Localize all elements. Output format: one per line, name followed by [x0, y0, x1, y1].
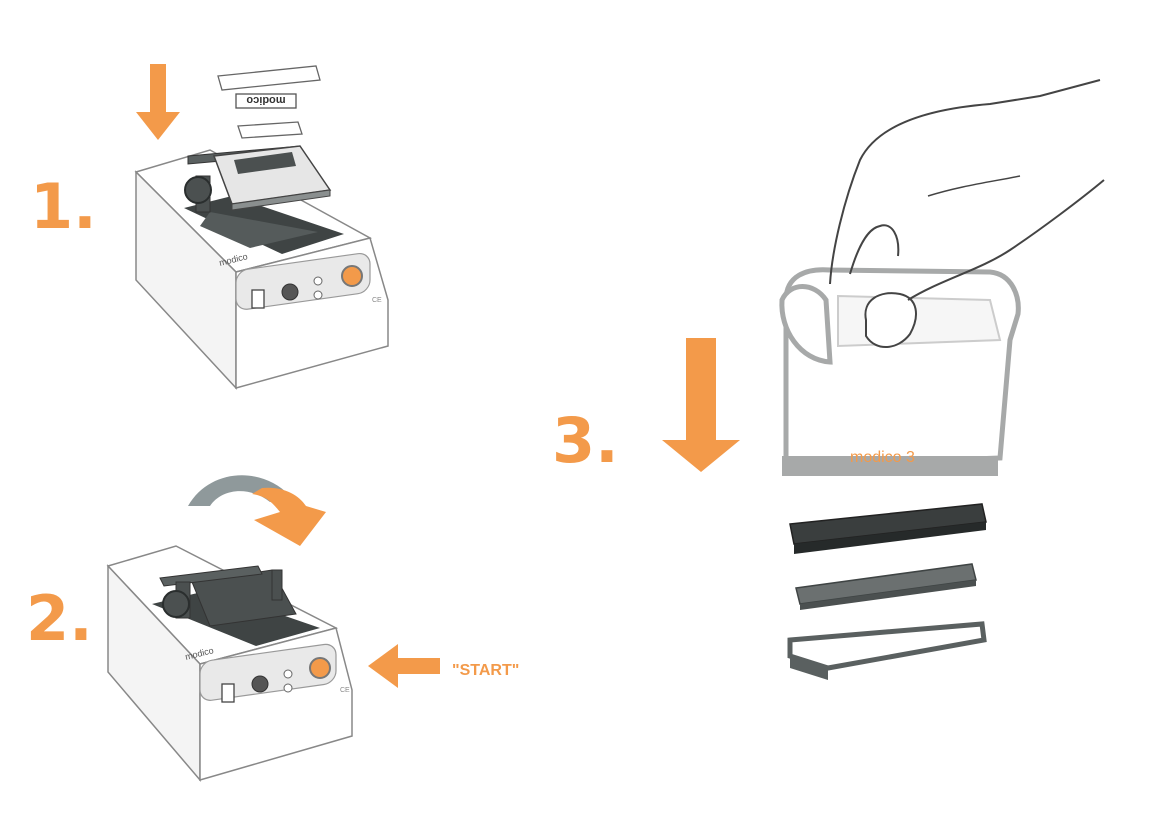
step-1-down-arrow-icon [136, 64, 180, 140]
step-3-hand [829, 79, 1105, 348]
step-1-machine: modico CE [134, 145, 389, 390]
step-1-ce-mark: CE [372, 297, 382, 304]
step-2-ce-mark: CE [340, 687, 350, 694]
step-2-rotate-arrow-icon [188, 475, 326, 546]
step-2-number: 2. [26, 582, 93, 655]
step-3-down-arrow-icon [662, 338, 740, 472]
step-1: 1. modico modico [30, 64, 389, 390]
step-3-stamp-brand: modico 3 [850, 449, 915, 466]
step-1-plate-text: modico [246, 94, 285, 106]
step-3: 3. modico 3 [552, 79, 1105, 680]
step-1-film-layers: modico [217, 65, 321, 139]
step-2-machine: modico CE [106, 545, 353, 783]
step-3-number: 3. [552, 404, 619, 477]
step-1-number: 1. [30, 170, 97, 243]
step-2-start-label: "START" [452, 662, 519, 679]
step-2-start-arrow-icon [368, 644, 440, 688]
step-3-stamp-parts [787, 503, 987, 680]
step-2: 2. "START" modico CE [26, 475, 519, 783]
